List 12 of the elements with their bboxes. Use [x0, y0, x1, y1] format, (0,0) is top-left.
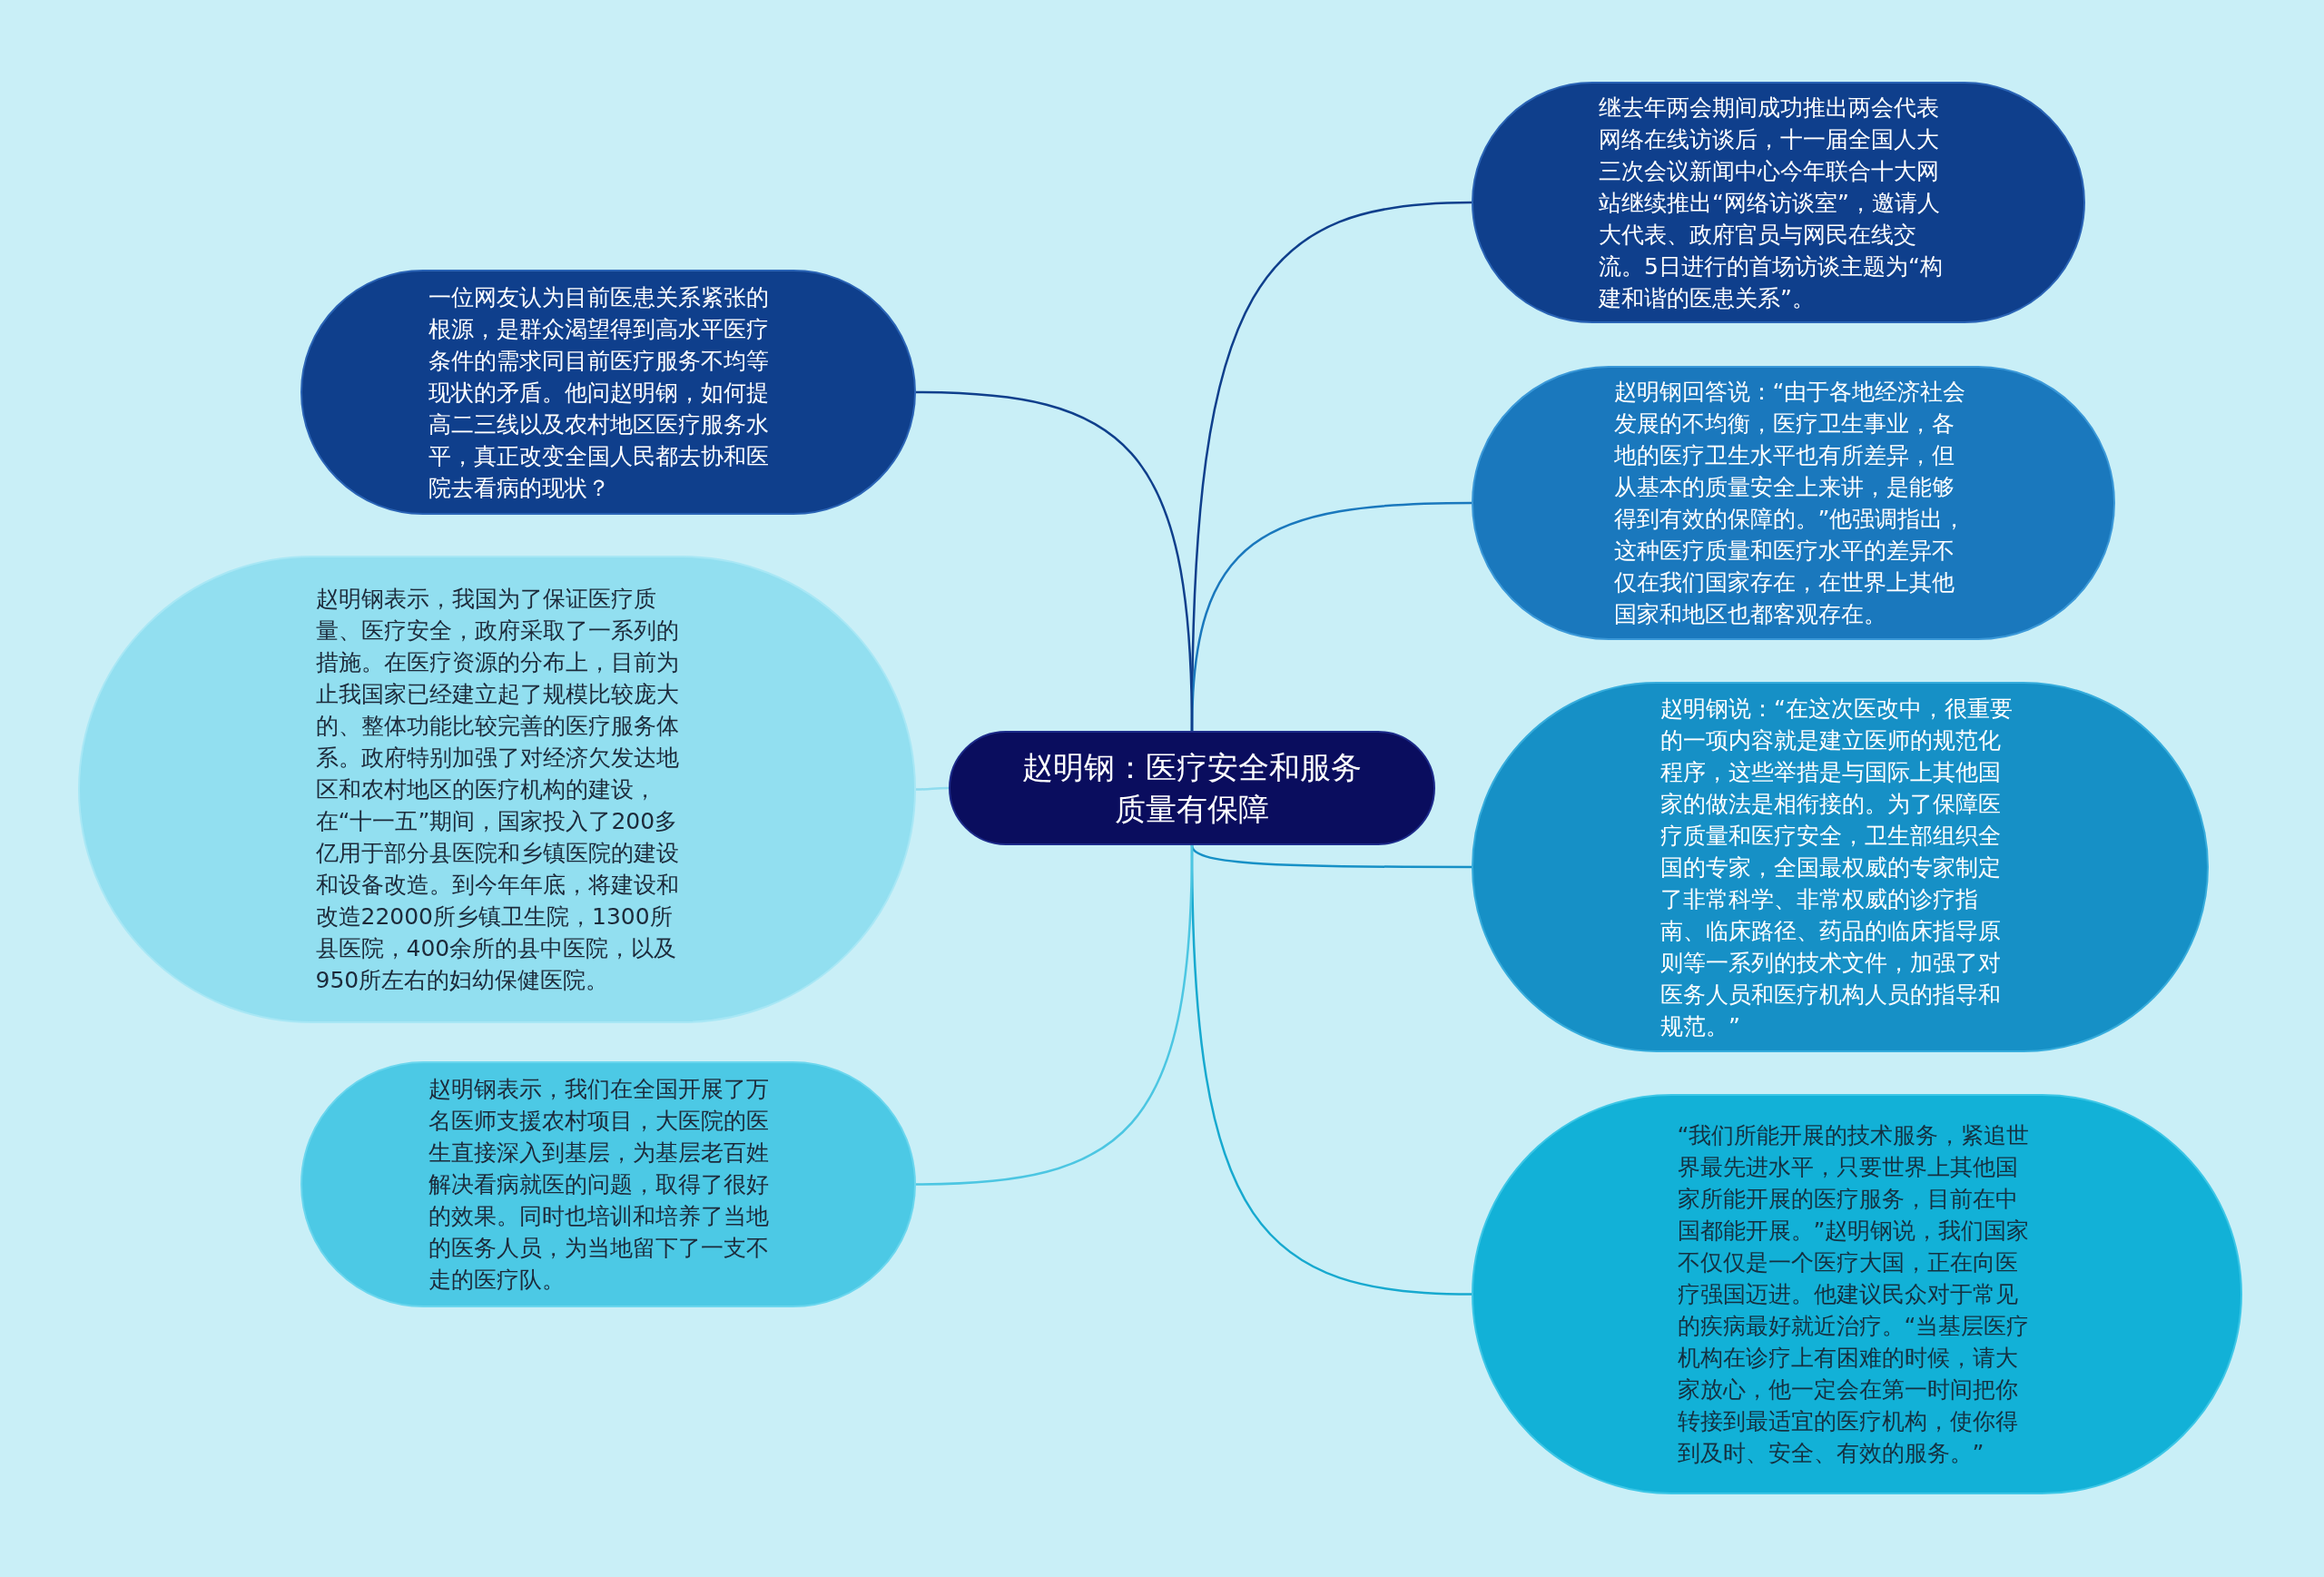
- node-text: 继去年两会期间成功推出两会代表网络在线访谈后，十一届全国人大三次会议新闻中心今年联合十大网站继续推出“网络访谈室”，邀请人大代表、政府官员与网民在线交流。5日进行的首场访谈主题为“构建和谐的医患关系”。: [1599, 93, 1944, 313]
- connector-line: [915, 390, 1194, 732]
- node-text: 赵明钢：医疗安全和服务质量有保障: [1021, 748, 1363, 829]
- node-text: 赵明钢表示，我们在全国开展了万名医师支援农村项目，大医院的医生直接深入到基层，为基层老百姓解决看病就医的问题，取得了很好的效果。同时也培训和培养了当地的医务人员，为当地留下了一支不走的医疗队。: [428, 1075, 770, 1295]
- connector-line: [916, 786, 949, 791]
- node-text: 一位网友认为目前医患关系紧张的根源，是群众渴望得到高水平医疗条件的需求同目前医疗服务不均等现状的矛盾。他问赵明钢，如何提高二三线以及农村地区医疗服务水平，真正改变全国人民都去协和医院去看病的现状？: [428, 282, 770, 503]
- node-text: 赵明钢回答说：“由于各地经济社会发展的不均衡，医疗卫生事业，各地的医疗卫生水平也有所差异，但从基本的质量安全上来讲，是能够得到有效的保障的。”他强调指出，这种医疗质量和医疗水平的差异不仅在我们国家存在，在世界上其他国家和地区也都客观存在。: [1613, 378, 1967, 629]
- node-text: 赵明钢说：“在这次医改中，很重要的一项内容就是建立医师的规范化程序，这些举措是与国际上其他国家的做法是相衔接的。为了保障医疗质量和医疗安全，卫生部组织全国的专家，全国最权威的专家制定了非常科学、非常权威的诊疗指南、临床路径、药品的临床指导原则等一系列的技术文件，加强了对医务人员和医疗机构人员的指导和规范。”: [1660, 694, 2014, 1041]
- connector-line: [915, 844, 1194, 1186]
- node-text: “我们所能开展的技术服务，紧追世界最先进水平，只要世界上其他国家所能开展的医疗服务，目前在中国都能开展。”赵明钢说，我们国家不仅仅是一个医疗大国，正在向医疗强国迈进。他建议民众对于常见的疾病最好就近治疗。“当基层医疗机构在诊疗上有困难的时候，请大家放心，他一定会在第一时间把你转接到最适宜的医疗机构，使你得到及时、安全、有效的服务。”: [1677, 1121, 2031, 1468]
- connector-line: [1190, 844, 1472, 869]
- node-text: 赵明钢表示，我国为了保证医疗质量、医疗安全，政府采取了一系列的措施。在医疗资源的分布上，目前为止我国家已经建立起了规模比较庞大的、整体功能比较完善的医疗服务体系。政府特别加强了对经济欠发达地区和农村地区的医疗机构的建设，在“十一五”期间，国家投入了200多亿用于部分县医院和乡镇医院的建设和设备改造。到今年年底，将建设和改造22000所乡镇卫生院，1300所县医院，400余所的县中医院，以及950所左右的妇幼保健医院。: [315, 585, 679, 995]
